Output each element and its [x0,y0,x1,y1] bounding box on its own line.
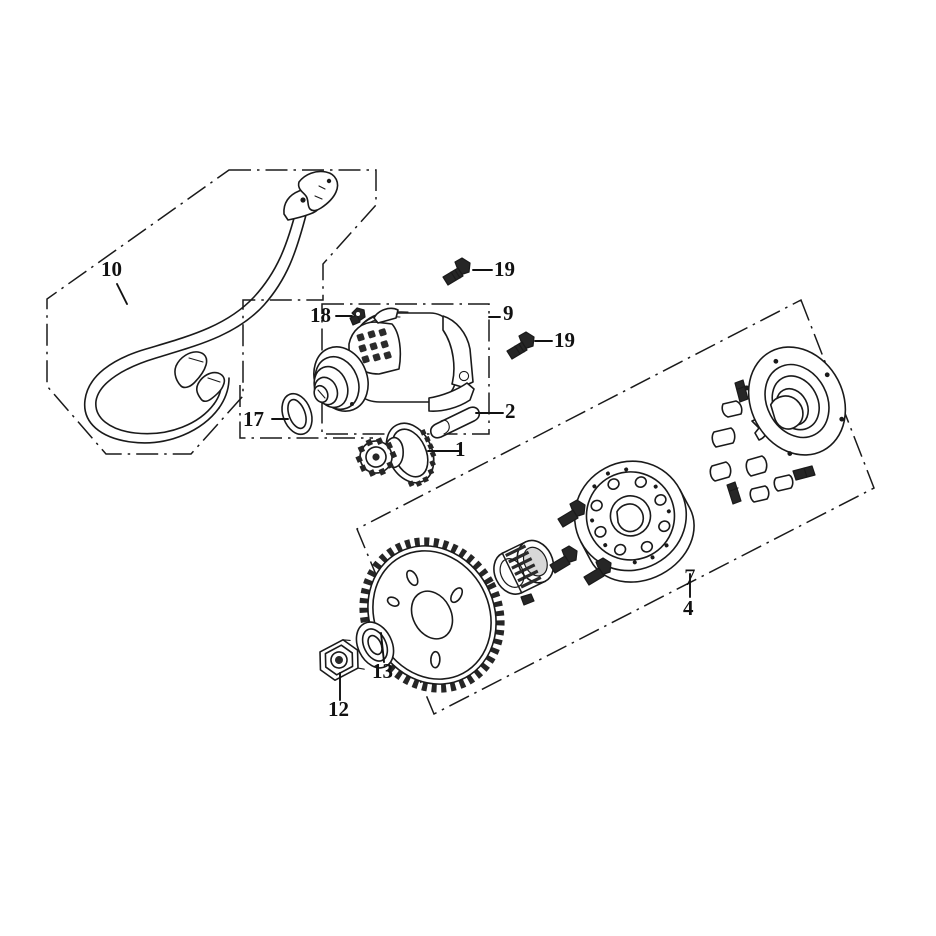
battery-starter-cable [84,170,339,444]
rotor-bolt-2 [549,545,578,574]
callout-7: 7 [684,565,696,590]
leader-lines [116,269,691,701]
rotor-magnets-and-keys [709,379,816,505]
flywheel-rotor-bolts [549,499,612,586]
callout-4: 4 [683,596,694,620]
group-boundary-battery-cable [46,169,377,455]
callout-18: 18 [310,303,331,327]
rotor-bolt-1 [557,499,586,528]
starter-mounting-bolt-lower [506,331,535,360]
group-boundary-flywheel-assembly [356,298,875,716]
callout-2: 2 [505,399,516,423]
motor-brush-band [348,321,402,375]
group-boundary-o-ring [239,385,373,439]
callout-19-lower: 19 [554,328,575,352]
starter-mounting-bolt-upper [442,257,471,286]
callout-9: 9 [503,301,514,325]
starter-terminal-screw [349,307,366,326]
starter-reduction-gear [355,422,437,488]
motor-nose-housing [313,346,369,412]
callout-12: 12 [328,697,349,721]
callout-19-upper: 19 [494,257,515,281]
callout-17: 17 [243,407,264,431]
one-way-needle-bearing [493,539,555,606]
callout-10: 10 [101,257,122,281]
starter-idle-gear-shaft [429,406,481,439]
callout-13: 13 [372,659,393,683]
starter-motor-assembly [313,307,475,412]
group-boundary-starter-motor [321,303,490,435]
starter-motor-o-ring [281,392,313,436]
starter-driven-ring-gear [359,537,505,693]
rotor-bolt-3 [583,557,612,586]
callout-1: 1 [455,437,466,461]
flywheel-nut [319,638,365,682]
stator-plate-assembly [744,346,847,456]
